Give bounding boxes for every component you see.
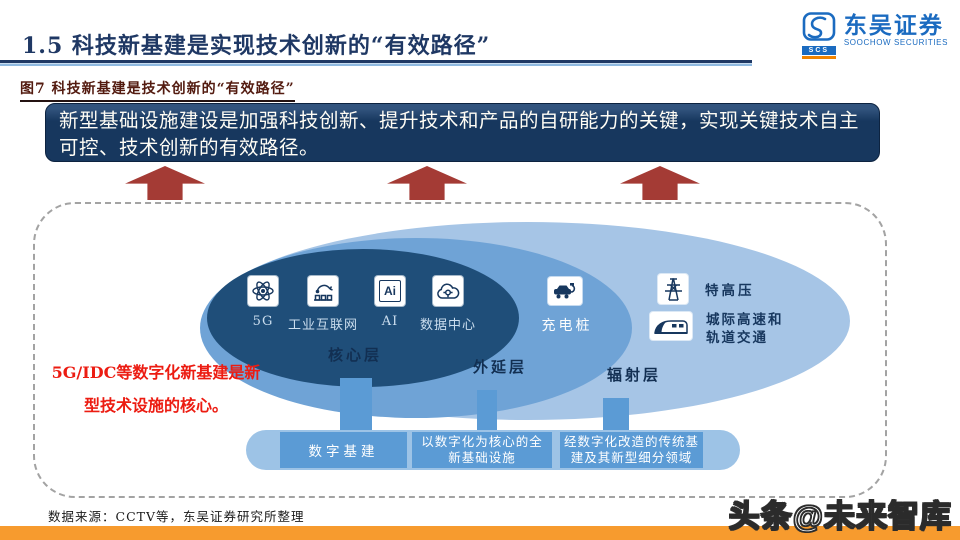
data-center-cloud-icon <box>433 276 463 306</box>
logo-name-en: SOOCHOW SECURITIES <box>843 38 948 47</box>
bottom-box-digital-infra: 数字基建 <box>280 432 407 468</box>
bottom-box-3-line1: 经数字化改造的传统基 <box>563 434 699 449</box>
bottom-box-2-line1: 以数字化为核心的全 <box>421 434 543 449</box>
high-speed-train-icon <box>650 312 692 340</box>
logo-mark: SCS <box>801 12 837 59</box>
radiation-layer-label: 辐射层 <box>606 366 661 384</box>
core-item-label-5g: 5G <box>252 314 274 329</box>
soochow-swirl-icon <box>802 12 836 46</box>
radiation-item-label-rail: 城际高速和 轨道交通 <box>706 311 784 347</box>
figure-caption: 图7 科技新基建是技术创新的“有效路径” <box>20 78 295 102</box>
atom-icon <box>248 276 278 306</box>
core-item-label-ai: AI <box>381 314 399 329</box>
soochow-securities-logo: SCS 东吴证券 SOOCHOW SECURITIES <box>801 12 948 59</box>
core-annotation: 5G/IDC等数字化新基建是新 型技术设施的核心。 <box>38 356 274 422</box>
up-arrow-icon <box>125 166 205 200</box>
core-annotation-line2: 型技术设施的核心。 <box>83 396 228 415</box>
logo-text: 东吴证券 SOOCHOW SECURITIES <box>844 12 948 47</box>
ai-icon: Ai <box>375 276 405 306</box>
title-divider <box>0 60 752 66</box>
radiation-item-label-uhv: 特高压 <box>705 283 755 299</box>
connector-core <box>340 378 372 434</box>
bottom-box-3-line2: 建及其新型细分领域 <box>570 450 693 465</box>
highlight-statement: 新型基础设施建设是加强科技创新、提升技术和产品的自研能力的关键，实现关键技术自主… <box>45 103 880 162</box>
core-annotation-line1: 5G/IDC等数字化新基建是新 <box>51 363 261 382</box>
ai-icon-text: Ai <box>379 280 401 302</box>
rail-label-line2: 轨道交通 <box>706 330 768 346</box>
bottom-box-2-line2: 新基础设施 <box>448 450 516 465</box>
page-title: 1.5 科技新基建是实现技术创新的“有效路径” <box>22 33 491 59</box>
core-item-label-data-center: 数据中心 <box>419 318 476 333</box>
watermark: 头条@未来智库 <box>728 498 952 534</box>
bottom-box-traditional-infra: 经数字化改造的传统基 建及其新型细分领域 <box>560 432 703 468</box>
logo-name-cn: 东吴证券 <box>843 12 944 38</box>
power-tower-icon <box>658 274 688 304</box>
extension-layer-label: 外延层 <box>472 358 527 376</box>
data-source-note: 数据来源：CCTV等，东吴证券研究所整理 <box>48 509 305 524</box>
core-layer-label: 核心层 <box>327 346 382 364</box>
logo-orange-underline <box>801 56 836 59</box>
core-item-label-industrial-internet: 工业互联网 <box>287 318 358 333</box>
up-arrow-icon <box>387 166 467 200</box>
industrial-internet-icon <box>308 276 338 306</box>
ev-charger-icon <box>548 277 582 305</box>
core-layer-ellipse <box>207 249 519 387</box>
rail-label-line1: 城际高速和 <box>706 312 784 328</box>
connector-radiation <box>603 398 629 434</box>
extension-item-label-charger: 充电桩 <box>541 318 593 334</box>
logo-abbreviation: SCS <box>801 46 836 55</box>
footer-orange-bar <box>0 526 960 540</box>
connector-extension <box>477 390 497 434</box>
bottom-box-new-infra: 以数字化为核心的全 新基础设施 <box>412 432 552 468</box>
up-arrow-icon <box>620 166 700 200</box>
